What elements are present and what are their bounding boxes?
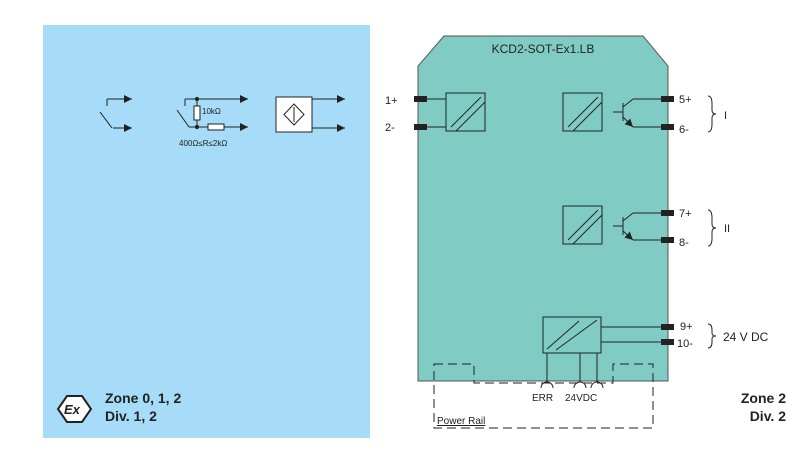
power-rail-connections (540, 353, 604, 389)
terminal-7-pad (661, 210, 674, 216)
terminal-6-pad (661, 124, 674, 130)
terminal-10-pad (661, 339, 674, 345)
proximity-sensor-symbol (275, 95, 345, 133)
output-2-channel-label: II (724, 223, 730, 235)
ex-hazard-icon: Ex (56, 395, 93, 423)
output-1-channel-label: I (724, 110, 727, 122)
terminal-1-pad (414, 96, 427, 102)
err-label: ERR (532, 393, 553, 404)
power-rail-label: Power Rail (437, 416, 485, 427)
terminal-9-label: 9+ (680, 321, 693, 333)
hazard-div-label: Div. 1, 2 (105, 408, 157, 424)
switch-contact-symbol (99, 95, 132, 132)
module-title: KCD2-SOT-Ex1.LB (492, 42, 595, 56)
module-body (417, 35, 669, 382)
power-rail-outline (433, 363, 654, 429)
terminal-6-label: 6- (679, 124, 689, 136)
terminal-2-label: 2- (385, 122, 395, 134)
output-2-isolator-block (562, 205, 603, 245)
terminal-7-label: 7+ (679, 208, 692, 220)
terminal-1-label: 1+ (385, 95, 398, 107)
supply-voltage-label: 24 V DC (723, 330, 769, 344)
terminal-10-label: 10- (677, 338, 693, 350)
safe-div-label: Div. 2 (750, 408, 787, 424)
input-isolator-block (427, 92, 486, 132)
terminal-8-pad (661, 237, 674, 243)
terminal-5-label: 5+ (679, 94, 692, 106)
terminal-2-pad (414, 124, 427, 130)
output-1-isolator-block (562, 92, 603, 132)
hazard-zone-label: Zone 0, 1, 2 (105, 390, 181, 406)
terminal-5-pad (661, 96, 674, 102)
output-1-transistor-symbol (613, 98, 664, 128)
power-supply-block (542, 316, 664, 354)
terminal-9-pad (661, 324, 674, 330)
switch-with-resistors-symbol (176, 95, 248, 131)
svg-text:Ex: Ex (64, 402, 81, 417)
output-2-brace (707, 209, 717, 247)
resistor-range-label: 400Ω≤R≤2kΩ (179, 139, 227, 148)
terminal-8-label: 8- (679, 237, 689, 249)
output-1-brace (707, 95, 717, 133)
hazardous-area-panel (43, 25, 370, 438)
bus-supply-label: 24VDC (565, 393, 597, 404)
output-2-transistor-symbol (613, 212, 664, 241)
resistor-label: 10kΩ (202, 107, 221, 116)
safe-zone-label: Zone 2 (741, 390, 786, 406)
supply-brace (707, 323, 717, 349)
